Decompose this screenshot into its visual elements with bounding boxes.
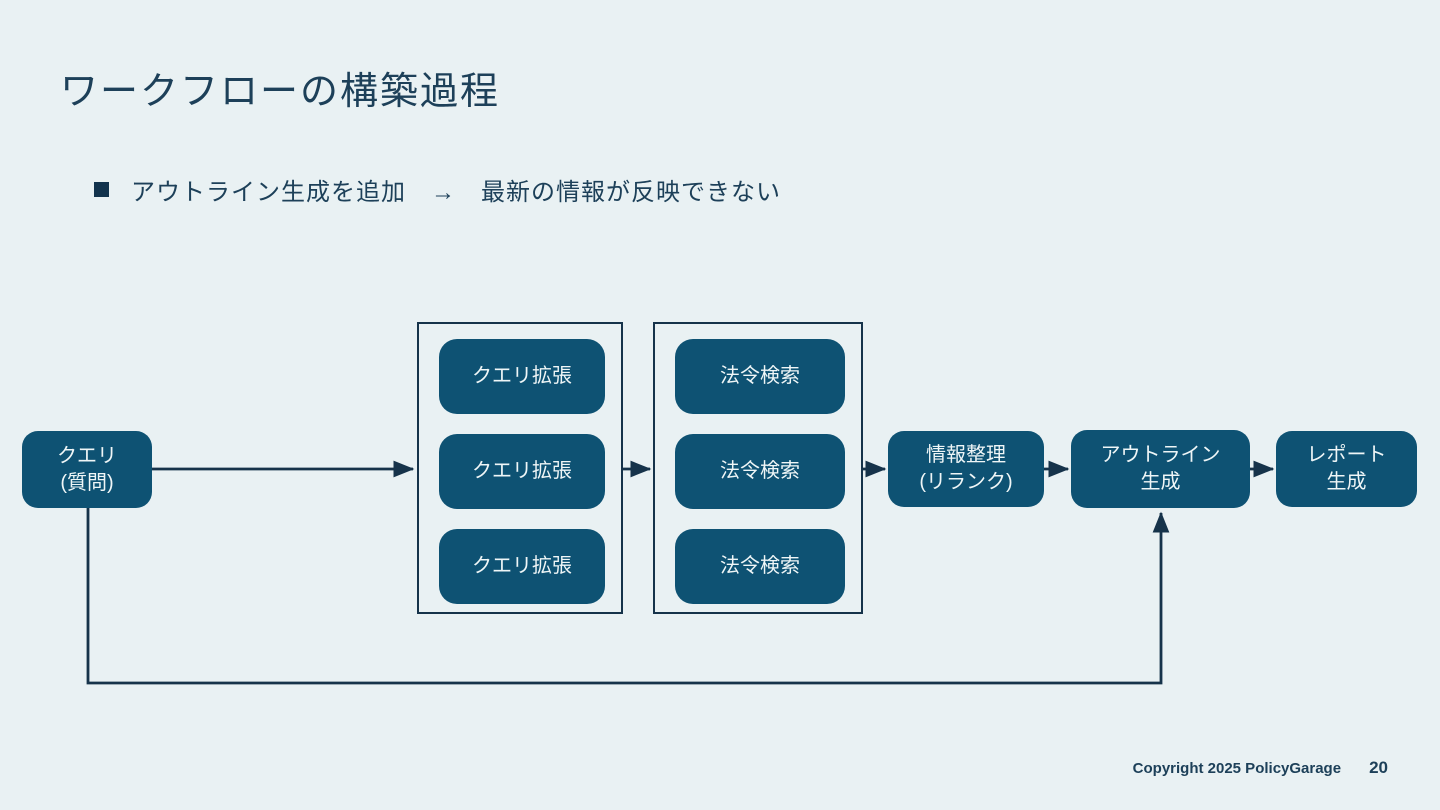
- node-report-generation: レポート 生成: [1276, 431, 1417, 507]
- bullet-text: アウトライン生成を追加 → 最新の情報が反映できない: [131, 179, 781, 206]
- node-report-line1: レポート: [1306, 444, 1387, 466]
- node-rerank-line2: (リランク): [919, 471, 1013, 493]
- node-query-line2: (質問): [60, 471, 114, 494]
- node-query-line1: クエリ: [57, 444, 117, 467]
- page-number: 20: [1369, 758, 1388, 777]
- node-law-search-1: 法令検索: [675, 339, 845, 414]
- slide-footer: Copyright 2025 PolicyGarage 20: [1133, 758, 1388, 778]
- node-report-line2: 生成: [1326, 471, 1367, 493]
- node-rerank-line1: 情報整理: [926, 444, 1006, 466]
- bullet-item: アウトライン生成を追加 → 最新の情報が反映できない: [94, 172, 781, 207]
- page-title: ワークフローの構築過程: [60, 71, 501, 113]
- node-query-expansion-3: クエリ拡張: [439, 529, 605, 604]
- node-rerank: 情報整理 (リランク): [888, 431, 1044, 507]
- node-law-search-2: 法令検索: [675, 434, 845, 509]
- feedback-arrow-query-to-outline: [86, 508, 1170, 685]
- node-query: クエリ (質問): [22, 431, 152, 508]
- group-law-search: 法令検索 法令検索 法令検索: [653, 322, 863, 614]
- node-outline-generation: アウトライン 生成: [1071, 430, 1250, 508]
- group-query-expansion: クエリ拡張 クエリ拡張 クエリ拡張: [417, 322, 623, 614]
- copyright-text: Copyright 2025 PolicyGarage: [1132, 760, 1342, 777]
- node-outline-line1: アウトライン: [1100, 444, 1221, 466]
- node-law-search-3: 法令検索: [675, 529, 845, 604]
- node-outline-line2: 生成: [1140, 471, 1181, 493]
- node-query-expansion-1: クエリ拡張: [439, 339, 605, 414]
- bullet-square-icon: [94, 182, 109, 197]
- node-query-expansion-2: クエリ拡張: [439, 434, 605, 509]
